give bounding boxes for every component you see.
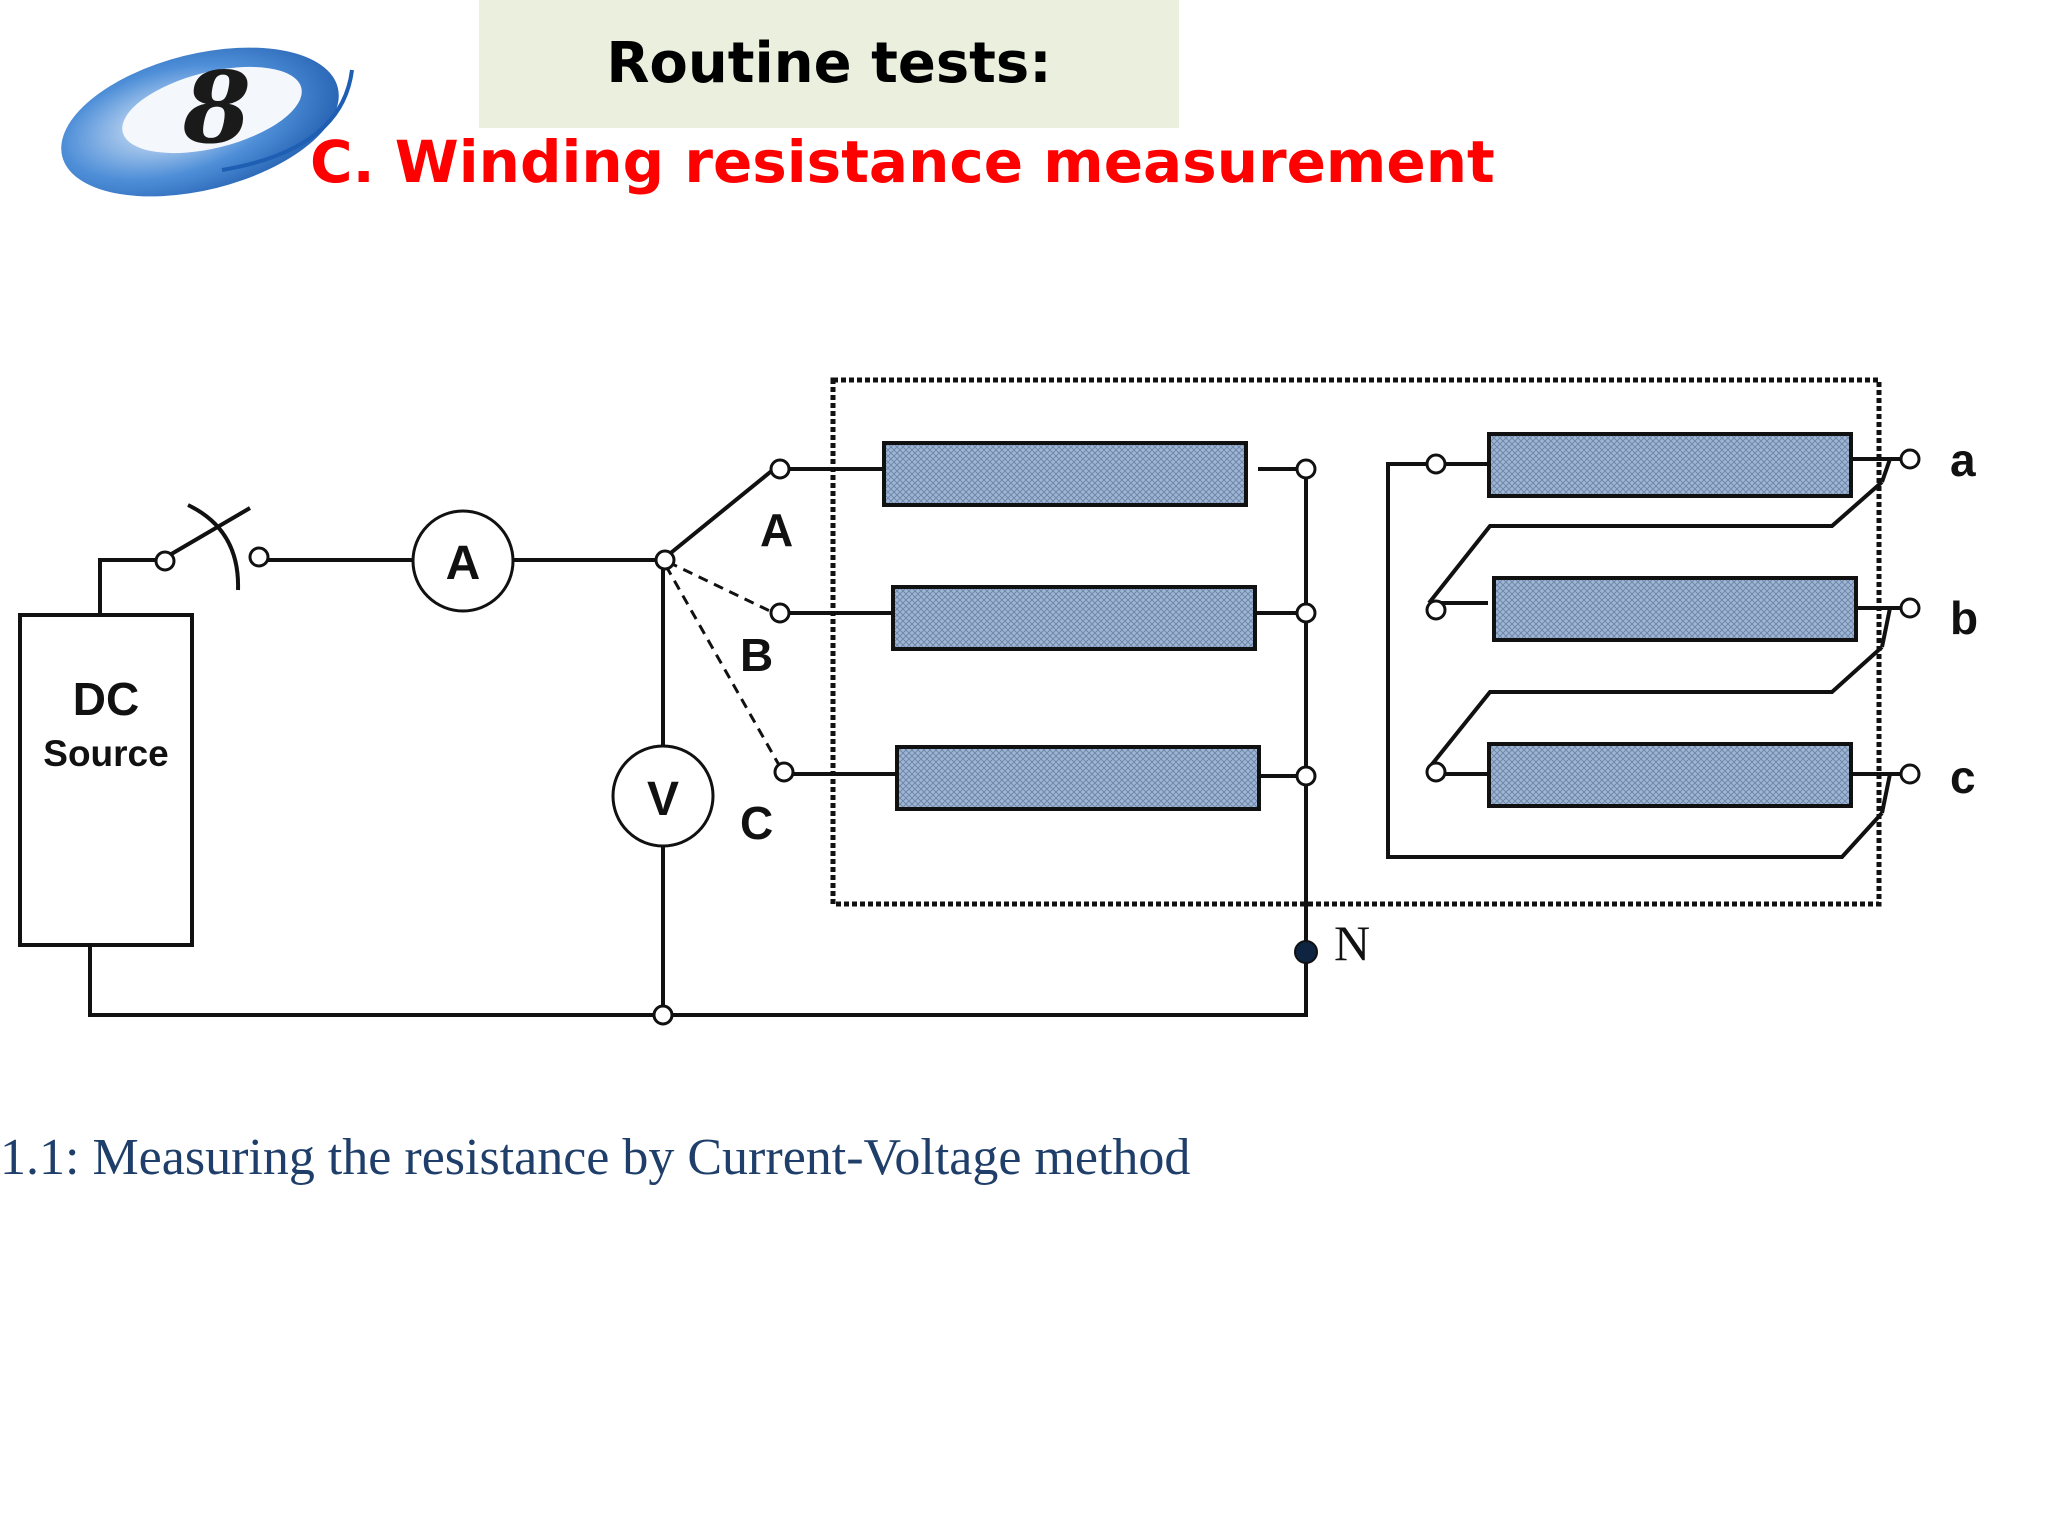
neutral-terminal: [1294, 940, 1318, 964]
lv-node-b: [1425, 599, 1447, 621]
hv-winding-B: [891, 585, 1257, 651]
terminal-C: [773, 761, 795, 783]
dc-source-label-2: Source: [43, 733, 168, 774]
logo-glyph: 8: [182, 51, 251, 166]
hv-winding-C: [895, 745, 1261, 811]
ammeter-label: A: [446, 537, 481, 590]
lv-winding-c: [1487, 742, 1853, 808]
hv-star-C: [1295, 765, 1317, 787]
wire-return: [88, 945, 1308, 1017]
switch-arc: [187, 503, 241, 591]
lv-node-c: [1425, 761, 1447, 783]
hv-winding-A: [882, 441, 1248, 507]
return-node: [652, 1004, 674, 1026]
logo-swoosh: [221, 69, 354, 172]
circuit-diagram: DC Source A V A B C a b c N: [18, 377, 1978, 1026]
dc-source-box: [18, 613, 194, 947]
selector-A: [665, 467, 776, 558]
lv-label-a: a: [1950, 434, 1976, 486]
voltmeter-label: V: [647, 773, 679, 826]
selector-C: [664, 565, 781, 766]
switch-terminal-right: [248, 546, 270, 568]
terminal-c: [1899, 763, 1921, 785]
terminal-A: [769, 458, 791, 480]
terminal-a: [1899, 448, 1921, 470]
lv-label-b: b: [1950, 592, 1978, 644]
slide-subtitle: C. Winding resistance measurement: [310, 128, 1495, 196]
hv-label-A: A: [760, 504, 793, 556]
hv-star-A: [1295, 458, 1317, 480]
company-logo: 8: [61, 47, 354, 197]
hv-star-B: [1295, 602, 1317, 624]
hv-label-C: C: [740, 797, 773, 849]
hv-label-B: B: [740, 629, 773, 681]
title-box: Routine tests:: [479, 0, 1179, 128]
lv-delta-frame: [1386, 462, 1884, 859]
transformer-tank-outline: [830, 377, 1882, 907]
figure-caption: 1.1: Measuring the resistance by Current…: [0, 1129, 1191, 1186]
switch-blade: [166, 506, 252, 558]
terminal-b: [1899, 597, 1921, 619]
terminal-B: [769, 602, 791, 624]
lv-winding-b: [1492, 576, 1858, 642]
wire-source-to-switch: [98, 558, 163, 615]
lv-node-a: [1425, 453, 1447, 475]
slide-title: Routine tests:: [606, 30, 1052, 96]
junction-node: [654, 549, 676, 571]
lv-winding-a: [1487, 432, 1853, 498]
lv-label-c: c: [1950, 751, 1976, 803]
selector-B: [667, 560, 775, 615]
neutral-label: N: [1334, 915, 1370, 971]
dc-source-label-1: DC: [73, 673, 139, 725]
switch-terminal-left: [154, 550, 176, 572]
